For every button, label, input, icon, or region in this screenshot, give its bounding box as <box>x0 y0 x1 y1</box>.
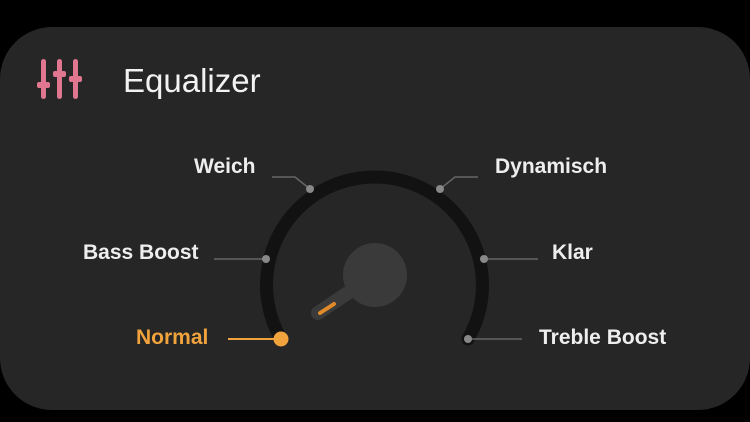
preset-dot-klar[interactable] <box>480 255 488 263</box>
knob-indicator <box>318 302 336 315</box>
preset-label-weich[interactable]: Weich <box>194 155 256 178</box>
preset-dot-bass-boost[interactable] <box>262 255 270 263</box>
preset-dot-weich[interactable] <box>306 185 314 193</box>
connector-weich <box>272 176 311 190</box>
preset-label-klar[interactable]: Klar <box>552 241 593 264</box>
preset-dot-dynamisch[interactable] <box>436 185 444 193</box>
preset-label-treble-boost[interactable]: Treble Boost <box>539 326 667 349</box>
connector-dynamisch <box>439 176 478 190</box>
dial-knob[interactable] <box>311 243 407 320</box>
preset-dot-treble-boost[interactable] <box>464 335 472 343</box>
dial-track <box>260 170 489 346</box>
preset-label-dynamisch[interactable]: Dynamisch <box>495 155 608 178</box>
preset-label-bass-boost[interactable]: Bass Boost <box>83 241 199 264</box>
equalizer-icon <box>37 59 82 99</box>
equalizer-card <box>0 27 750 410</box>
preset-dot-normal-selected[interactable] <box>273 331 289 347</box>
preset-label-normal[interactable]: Normal <box>136 326 209 349</box>
page-title: Equalizer <box>123 62 261 99</box>
